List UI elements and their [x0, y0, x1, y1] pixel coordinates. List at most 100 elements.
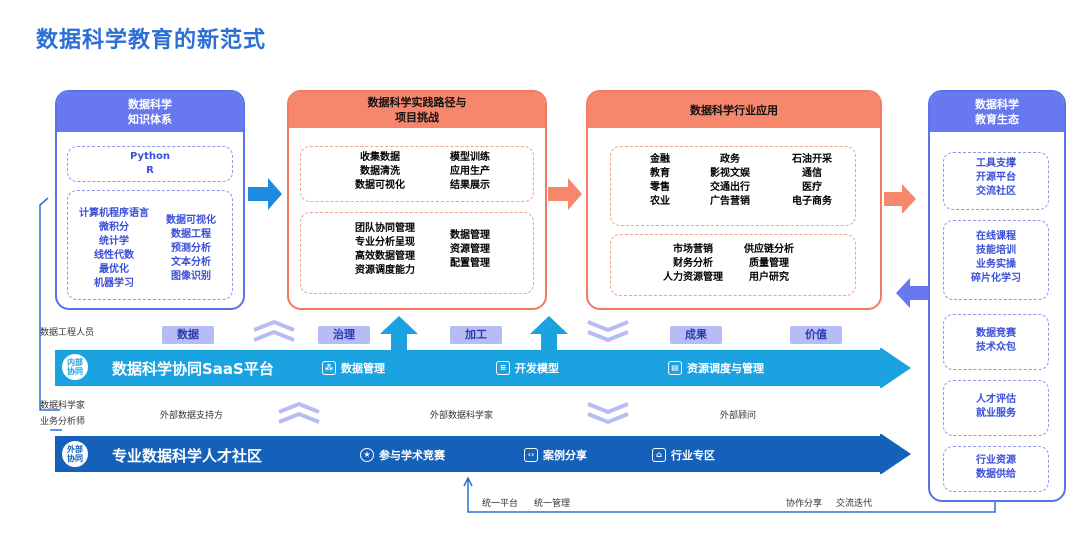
ext-advisor-label: 外部顾问: [720, 411, 757, 421]
network-icon: ⁂: [322, 361, 336, 375]
badge-line: 外部: [67, 445, 83, 454]
inner-item-model: ≡ 开发模型: [496, 360, 559, 376]
language-box: [67, 146, 233, 182]
function-item: 供应链分析: [744, 244, 794, 255]
tag-data: 数据: [162, 326, 214, 344]
practice-card: 数据科学实践路径与 项目挑战: [287, 90, 547, 310]
scientist-label: 数据科学家: [40, 401, 86, 411]
arrow-up-icon: [380, 316, 418, 350]
ecology-item: 行业资源: [976, 455, 1016, 466]
industry-col2: 政务 影视文娱 交通出行 广告营销: [700, 153, 760, 209]
topic-item: 数据可视化: [166, 215, 216, 226]
industry-functions-right: 供应链分析 质量管理 用户研究: [734, 243, 804, 285]
badge-line: 内部: [67, 358, 83, 367]
practice-abilities-right: 数据管理 资源管理 配置管理: [430, 229, 510, 271]
practice-abilities-box: [300, 212, 534, 294]
practice-steps-left: 收集数据 数据清洗 数据可视化: [330, 151, 430, 193]
arrow-right-icon: [248, 178, 282, 210]
topic-item: 数据工程: [171, 229, 211, 240]
ecology-card-head: 数据科学 教育生态: [930, 92, 1064, 132]
step-item: 结果展示: [450, 180, 490, 191]
industry-col3: 石油开采 通信 医疗 电子商务: [780, 153, 844, 209]
step-item: 收集数据: [360, 152, 400, 163]
ability-item: 数据管理: [450, 230, 490, 241]
ecology-item: 碎片化学习: [971, 273, 1021, 284]
knowledge-head-line2: 知识体系: [128, 113, 172, 126]
inner-collab-badge: 内部协同: [60, 352, 90, 382]
document-icon: ≡: [496, 361, 510, 375]
ecology-group-box: [943, 152, 1049, 210]
sector-item: 教育: [650, 168, 670, 179]
collab-share-label: 协作分享: [786, 499, 823, 509]
tag-value: 价值: [790, 326, 842, 344]
industry-card-head: 数据科学行业应用: [588, 92, 880, 128]
ability-item: 资源调度能力: [355, 265, 415, 276]
topic-item: 图像识别: [171, 271, 211, 282]
practice-steps-right: 模型训练 应用生产 结果展示: [430, 151, 510, 193]
step-item: 模型训练: [450, 152, 490, 163]
sector-item: 政务: [720, 154, 740, 165]
ecology-group-box: [943, 314, 1049, 370]
step-item: 应用生产: [450, 166, 490, 177]
ecology-item: 开源平台: [976, 172, 1016, 183]
practice-head-line2: 项目挑战: [395, 111, 439, 124]
ecology-head-line2: 教育生态: [975, 113, 1019, 126]
function-item: 财务分析: [673, 258, 713, 269]
practice-abilities-left: 团队协同管理 专业分析呈现 高效数据管理 资源调度能力: [335, 222, 435, 278]
step-item: 数据清洗: [360, 166, 400, 177]
knowledge-head-line1: 数据科学: [128, 98, 172, 111]
ecology-group: 在线课程 技能培训 业务实操 碎片化学习: [943, 230, 1049, 286]
topic-item: 计算机程序语言: [79, 208, 149, 219]
topic-item: 预测分析: [171, 243, 211, 254]
ext-scientist-label: 外部数据科学家: [430, 411, 494, 421]
ext-data-label: 外部数据支持方: [160, 411, 224, 421]
industry-sectors-box: [610, 146, 856, 226]
outer-item-case: ‹› 案例分享: [524, 447, 587, 463]
function-item: 市场营销: [673, 244, 713, 255]
ecology-group: 人才评估 就业服务: [943, 393, 1049, 421]
chevron-up-icon: [278, 401, 320, 424]
engineer-label: 数据工程人员: [40, 328, 95, 338]
industry-col1: 金融 教育 零售 农业: [630, 153, 690, 209]
sector-item: 零售: [650, 182, 670, 193]
analyst-label: 业务分析师: [40, 417, 86, 427]
function-item: 人力资源管理: [663, 272, 723, 283]
step-item: 数据可视化: [355, 180, 405, 191]
topic-item: 最优化: [99, 264, 129, 275]
industry-functions-box: [610, 234, 856, 296]
ecology-group: 数据竞赛 技术众包: [943, 327, 1049, 355]
ability-item: 专业分析呈现: [355, 237, 415, 248]
page-title: 数据科学教育的新范式: [36, 28, 267, 53]
inner-band-shape: [55, 348, 911, 388]
code-icon: ‹›: [524, 448, 538, 462]
ecology-item: 业务实操: [976, 259, 1016, 270]
topic-item: 机器学习: [94, 278, 134, 289]
function-item: 用户研究: [749, 272, 789, 283]
knowledge-card: 数据科学 知识体系: [55, 90, 245, 310]
outer-collab-badge: 外部协同: [60, 439, 90, 469]
sector-item: 农业: [650, 196, 670, 207]
ecology-group-box: [943, 446, 1049, 492]
outer-item-label: 行业专区: [671, 449, 715, 462]
practice-card-head: 数据科学实践路径与 项目挑战: [289, 92, 545, 128]
industry-head-line: 数据科学行业应用: [690, 103, 778, 117]
medal-icon: ★: [360, 448, 374, 462]
inner-item-label: 开发模型: [515, 362, 559, 375]
ecology-item: 技术众包: [976, 342, 1016, 353]
clipboard-icon: ▤: [668, 361, 682, 375]
ecology-item: 在线课程: [976, 231, 1016, 242]
inner-item-resource: ▤ 资源调度与管理: [668, 360, 764, 376]
industry-card: 数据科学行业应用: [586, 90, 882, 310]
arrow-right-icon: [884, 184, 916, 214]
outer-item-industry: ⌂ 行业专区: [652, 447, 715, 463]
ecology-head-line1: 数据科学: [975, 98, 1019, 111]
topic-item: 微积分: [99, 222, 129, 233]
ecology-group-box: [943, 380, 1049, 436]
tag-governance: 治理: [318, 326, 370, 344]
knowledge-left-list: 计算机程序语言 微积分 统计学 线性代数 最优化 机器学习: [72, 207, 156, 291]
ecology-item: 技能培训: [976, 245, 1016, 256]
inner-item-label: 资源调度与管理: [687, 362, 764, 375]
outer-item-label: 案例分享: [543, 449, 587, 462]
ability-item: 高效数据管理: [355, 251, 415, 262]
practice-head-line1: 数据科学实践路径与: [367, 96, 467, 109]
